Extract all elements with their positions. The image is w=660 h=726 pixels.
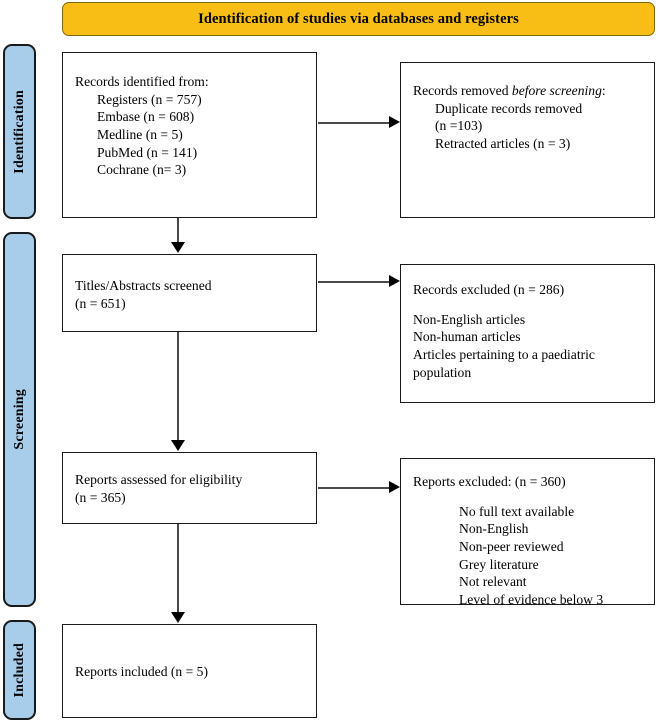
source-medline: Medline (n = 5) [97, 127, 183, 143]
source-embase: Embase (n = 608) [97, 109, 195, 125]
spacer [413, 299, 642, 311]
records-excluded-reason-3-cont: population [413, 364, 472, 380]
box-reports-excluded: Reports excluded: (n = 360) No full text… [400, 458, 655, 607]
records-excluded-reason-1: Non-English articles [413, 311, 526, 327]
diagram-header-banner: Identification of studies via databases … [62, 2, 655, 36]
eligibility-count: (n = 365) [75, 489, 126, 505]
stage-tab-screening: Screening [3, 232, 36, 607]
box-reports-included: Reports included (n = 5) [62, 624, 317, 718]
reports-excluded-heading: Reports excluded: (n = 360) [413, 474, 566, 489]
records-removed-heading-italic: before screening [511, 83, 602, 98]
records-excluded-heading: Records excluded (n = 286) [413, 282, 565, 297]
removed-duplicates-count: (n =103) [435, 118, 483, 134]
reports-excluded-reason-3: Non-peer reviewed [459, 539, 564, 555]
connector-eligibility-to-reports-excluded [318, 487, 391, 489]
reports-excluded-reason-6: Level of evidence below 3 [459, 592, 604, 608]
spacer [413, 491, 642, 503]
reports-excluded-reason-5: Not relevant [459, 574, 527, 590]
records-identified-heading: Records identified from: [75, 74, 209, 89]
connector-identified-to-screened [177, 218, 179, 244]
source-pubmed: PubMed (n = 141) [97, 144, 198, 160]
diagram-title: Identification of studies via databases … [198, 10, 519, 27]
screened-label: Titles/Abstracts screened [75, 278, 212, 293]
connector-eligibility-to-included [177, 524, 179, 614]
removed-retracted: Retracted articles (n = 3) [435, 136, 571, 152]
arrow-head-down-icon [171, 440, 185, 451]
records-removed-heading-prefix: Records removed [413, 83, 512, 98]
connector-identified-to-removed [318, 122, 391, 124]
source-cochrane: Cochrane (n= 3) [97, 162, 187, 178]
records-excluded-reason-3: Articles pertaining to a paediatric [413, 347, 595, 363]
connector-screened-to-eligibility [177, 332, 179, 442]
arrow-head-right-icon [389, 481, 400, 493]
stage-label-identification: Identification [11, 89, 27, 174]
records-excluded-reason-2: Non-human articles [413, 329, 521, 345]
records-removed-heading: Records removed before screening: [413, 82, 642, 100]
arrow-head-right-icon [389, 275, 400, 287]
arrow-head-down-icon [171, 612, 185, 623]
stage-tab-identification: Identification [3, 44, 36, 219]
box-reports-assessed-eligibility: Reports assessed for eligibility (n = 36… [62, 452, 317, 524]
removed-duplicates: Duplicate records removed [435, 100, 583, 116]
reports-excluded-reason-1: No full text available [459, 503, 575, 519]
records-removed-heading-suffix: : [601, 83, 606, 98]
stage-label-screening: Screening [11, 389, 27, 450]
arrow-head-down-icon [171, 242, 185, 253]
reports-excluded-reason-4: Grey literature [459, 556, 539, 572]
screened-count: (n = 651) [75, 295, 126, 311]
box-records-identified: Records identified from: Registers (n = … [62, 52, 317, 218]
connector-screened-to-records-excluded [318, 281, 391, 283]
box-records-removed: Records removed before screening: Duplic… [400, 62, 655, 218]
box-records-excluded: Records excluded (n = 286) Non-English a… [400, 264, 655, 403]
arrow-head-right-icon [389, 116, 400, 128]
source-registers: Registers (n = 757) [97, 91, 202, 107]
eligibility-label: Reports assessed for eligibility [75, 472, 243, 487]
included-label: Reports included (n = 5) [75, 664, 209, 679]
box-titles-abstracts-screened: Titles/Abstracts screened (n = 651) [62, 254, 317, 332]
stage-label-included: Included [11, 642, 27, 698]
stage-tab-included: Included [3, 620, 36, 720]
reports-excluded-reason-2: Non-English [459, 521, 529, 537]
